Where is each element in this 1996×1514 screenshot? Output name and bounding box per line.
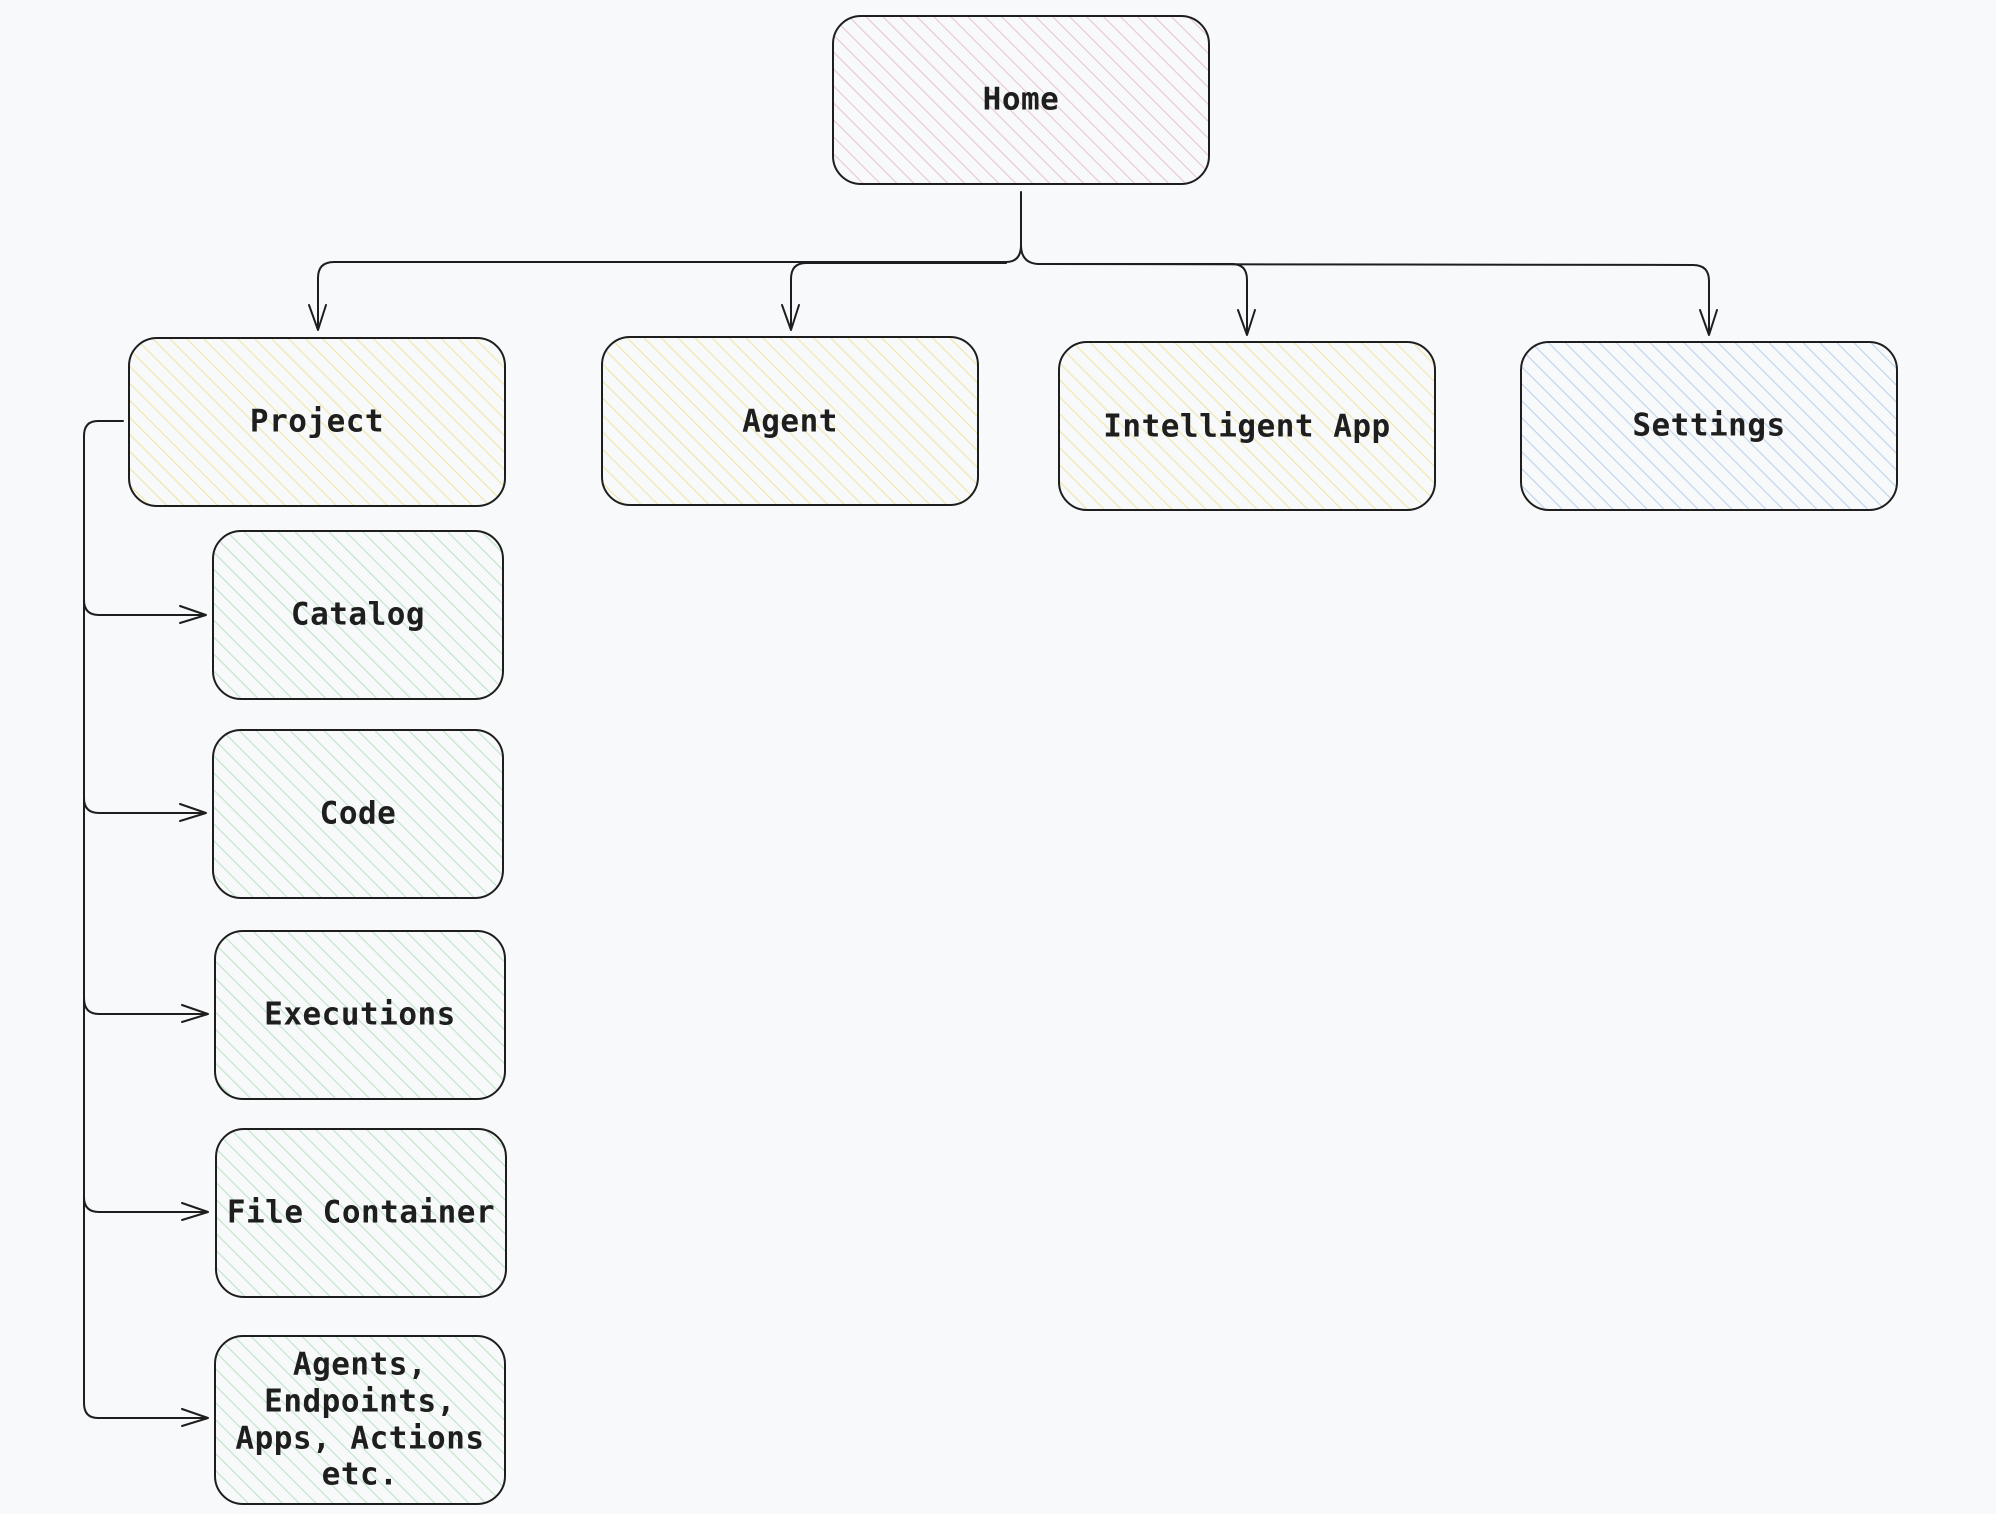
- arrowhead-catalog: [179, 605, 207, 624]
- node-code[interactable]: Code: [212, 729, 504, 899]
- node-file-container-label: File Container: [227, 1195, 495, 1231]
- node-catalog-label: Catalog: [291, 597, 425, 633]
- arrowhead-project: [308, 304, 327, 331]
- connector-project-catalog: [83, 599, 206, 616]
- node-executions[interactable]: Executions: [214, 930, 506, 1100]
- arrowhead-agent: [781, 304, 800, 331]
- node-file-container[interactable]: File Container: [215, 1128, 507, 1298]
- node-agents-etc-line-3: Apps, Actions: [235, 1421, 484, 1457]
- connector-home-project: [317, 261, 1007, 329]
- home-connectors: [308, 191, 1718, 336]
- arrowhead-file-container: [181, 1202, 209, 1221]
- connector-project-code: [83, 797, 206, 814]
- node-home[interactable]: Home: [832, 15, 1210, 185]
- connector-project-file-container: [83, 1196, 208, 1213]
- project-connectors: [83, 420, 209, 1427]
- node-code-label: Code: [320, 796, 397, 832]
- node-settings[interactable]: Settings: [1520, 341, 1898, 511]
- node-catalog[interactable]: Catalog: [212, 530, 504, 700]
- arrowhead-code: [179, 803, 207, 822]
- node-agents-etc-line-2: Endpoints,: [264, 1384, 456, 1420]
- node-project[interactable]: Project: [128, 337, 506, 507]
- node-home-label: Home: [983, 82, 1060, 118]
- node-executions-label: Executions: [264, 997, 456, 1033]
- node-project-label: Project: [250, 404, 384, 440]
- arrowhead-settings: [1699, 309, 1718, 336]
- node-agents-etc-line-4: etc.: [322, 1457, 399, 1493]
- connector-home-trunk: [1005, 191, 1022, 263]
- node-agents-etc-line-1: Agents,: [293, 1347, 427, 1383]
- node-intelligent-app-label: Intelligent App: [1103, 409, 1390, 445]
- connector-home-intelligent-app: [1020, 244, 1248, 334]
- connector-home-agent: [790, 262, 1007, 329]
- arrowhead-executions: [181, 1004, 209, 1023]
- node-agent[interactable]: Agent: [601, 336, 979, 506]
- node-settings-label: Settings: [1632, 408, 1785, 444]
- node-agent-label: Agent: [742, 404, 838, 440]
- connector-project-executions: [83, 997, 208, 1015]
- arrowhead-agents-etc: [181, 1408, 209, 1427]
- node-agents-etc[interactable]: Agents, Endpoints, Apps, Actions etc.: [214, 1335, 506, 1505]
- connector-project-trunk: [83, 420, 124, 1419]
- arrowhead-intelligent-app: [1237, 309, 1256, 336]
- connector-home-settings: [1037, 263, 1710, 334]
- node-intelligent-app[interactable]: Intelligent App: [1058, 341, 1436, 511]
